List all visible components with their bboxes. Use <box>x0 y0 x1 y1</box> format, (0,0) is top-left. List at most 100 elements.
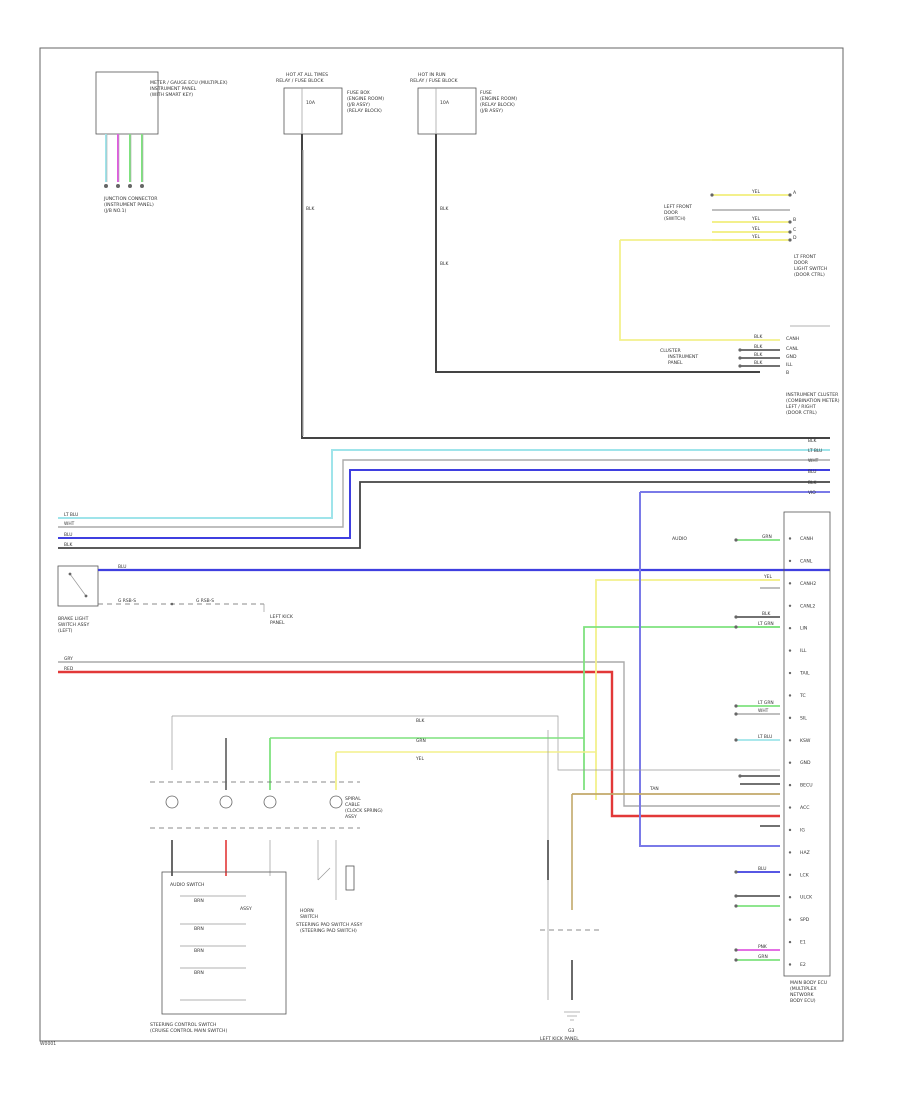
fuse-box-2 <box>417 87 477 135</box>
fuse2-hot-label: HOT IN RUN <box>418 72 446 78</box>
wire-black-2 <box>435 134 760 373</box>
body-ecu-title3: NETWORK <box>790 992 814 998</box>
fuse1-rating: 10A <box>306 100 316 106</box>
bus-wires: LT BLU WHT BLU BLK BLK LT BLU WHT BLU BL… <box>58 438 830 549</box>
body-ecu-pin-label: E1 <box>800 940 806 946</box>
dls-wire-2: YEL <box>751 216 760 222</box>
body-ecu-pin-label: ILL <box>800 648 807 654</box>
ecu-w7: LT BLU <box>758 734 772 740</box>
dls-wire-3: YEL <box>751 226 760 232</box>
brake-light-switch: BRAKE LIGHT SWITCH ASSY (LEFT) BLU G RSB… <box>57 564 830 634</box>
diagram-frame <box>39 47 844 1042</box>
body-ecu-pin <box>788 828 792 832</box>
dls-title4: (DOOR CTRL) <box>794 272 825 278</box>
body-ecu-pin <box>788 873 792 877</box>
cl-w2: BLK <box>754 344 762 350</box>
body-ecu-pin-label: LCK <box>800 872 810 878</box>
fuse-block-2: HOT IN RUN RELAY / FUSE BLOCK 10A FUSE (… <box>410 72 517 135</box>
body-ecu-pin <box>788 940 792 944</box>
body-ecu-pin-label: CANH2 <box>800 581 816 587</box>
cluster-title4: (DOOR CTRL) <box>786 410 817 416</box>
fuse2-rating: 10A <box>440 100 450 106</box>
cl-pin5: B <box>786 370 789 376</box>
steering-switch-label: STEERING PAD SWITCH ASSY <box>296 922 363 928</box>
fuse2-box-label-c: (J/B ASSY) <box>480 108 503 114</box>
body-ecu-box <box>783 511 831 977</box>
bus-r3: WHT <box>808 458 819 464</box>
cl-pin4: ILL <box>786 362 793 368</box>
body-ecu-pin <box>788 626 792 630</box>
clock-spring-label3: (CLOCK SPRING) <box>345 808 383 814</box>
body-ecu-pin <box>788 649 792 652</box>
meter-ecu-sublabel2: (WITH SMART KEY) <box>150 92 193 98</box>
body-ecu-pin <box>788 851 792 854</box>
cluster-title2: (COMBINATION METER) <box>786 398 840 404</box>
cluster-ip-label: INSTRUMENT <box>668 354 698 360</box>
dls-pin-a: A <box>793 190 797 196</box>
sw-res-3: BRN <box>194 948 204 954</box>
ecu-w3: BLK <box>762 611 770 617</box>
fuse-block-1: HOT AT ALL TIMES RELAY / FUSE BLOCK 10A … <box>276 72 384 135</box>
body-ecu-pin <box>788 806 792 809</box>
fuse1-box-label-a: (ENGINE ROOM) <box>347 96 384 102</box>
sw-res-2: BRN <box>194 926 204 932</box>
cl-w4: BLK <box>754 360 762 366</box>
steering-section: SPIRAL CABLE (CLOCK SPRING) ASSY BLK GRN… <box>150 715 780 1034</box>
fuse1-box-label: FUSE BOX <box>347 90 370 96</box>
body-ecu-pin-label: KSW <box>800 738 811 744</box>
wire-black-1-label: BLK <box>306 206 314 212</box>
dls-wire-4: YEL <box>751 234 760 240</box>
clock-spring-label2: CABLE <box>345 802 360 808</box>
body-ecu-pin <box>788 918 792 921</box>
body-ecu-pin-label: IG <box>800 827 805 833</box>
lf-door-label2: DOOR <box>664 210 679 216</box>
wire-black-2-label: BLK <box>440 206 448 212</box>
body-ecu-title: MAIN BODY ECU <box>790 980 827 986</box>
red-wire-label: RED <box>64 666 74 672</box>
cl-pin3: GND <box>786 354 797 360</box>
brake-wire-label: BLU <box>118 564 126 570</box>
lf-door-label3: (SWITCH) <box>664 216 686 222</box>
clock-spring-label: SPIRAL <box>345 796 361 802</box>
fuse2-box-label-a: (ENGINE ROOM) <box>480 96 517 102</box>
body-ecu-pin-label: SIL <box>800 715 807 721</box>
sw-res-4: BRN <box>194 970 204 976</box>
ecu-w5: LT GRN <box>758 700 774 706</box>
meter-ecu-sublabel: INSTRUMENT PANEL <box>150 86 197 92</box>
dls-title2: DOOR <box>794 260 809 266</box>
instrument-cluster-connector: CLUSTER INSTRUMENT PANEL BLK BLK BLK BLK… <box>660 325 840 416</box>
cl-w3: BLK <box>754 352 762 358</box>
body-ecu-pin-label: CANL2 <box>800 603 815 609</box>
steering-switch-box <box>161 871 287 1015</box>
body-ecu-pin-label: TC <box>799 693 806 699</box>
meter-ecu-box <box>95 71 159 135</box>
body-ecu-pin <box>788 604 792 607</box>
dls-pin-d: D <box>793 235 797 241</box>
ground-point: G3 LEFT KICK PANEL <box>540 730 600 1042</box>
body-ecu-pin <box>788 694 792 697</box>
ecu-w6: WHT <box>758 708 769 714</box>
steering-w3: YEL <box>415 756 424 762</box>
bus-w2-label: WHT <box>64 521 75 527</box>
body-ecu-pin <box>788 761 792 764</box>
horn-label: HORN <box>300 908 314 914</box>
body-ecu-pin-label: HAZ <box>800 850 810 856</box>
bus-r4: BLU <box>808 469 816 475</box>
ground-label: LEFT KICK PANEL <box>540 1036 579 1042</box>
ground-id: G3 <box>568 1028 575 1034</box>
gray-wire-label: GRY <box>64 656 73 662</box>
dls-title: LT FRONT <box>794 254 816 260</box>
body-ecu-pin-label: ACC <box>800 805 809 811</box>
brake-switch-label2: SWITCH ASSY <box>58 622 89 628</box>
left-kick-label2: PANEL <box>270 620 285 626</box>
audio-switch-label2: ASSY <box>240 906 252 912</box>
ecu-w8: TAN <box>649 786 659 792</box>
fuse1-hot-label: HOT AT ALL TIMES <box>286 72 328 78</box>
left-kick-label: LEFT KICK <box>270 614 294 620</box>
ecu-w1: GRN <box>762 534 772 540</box>
cl-pin2: CANL <box>786 346 799 352</box>
wire-black-1 <box>301 134 830 439</box>
body-ecu-pin <box>788 963 792 966</box>
body-ecu-pin <box>788 896 792 899</box>
